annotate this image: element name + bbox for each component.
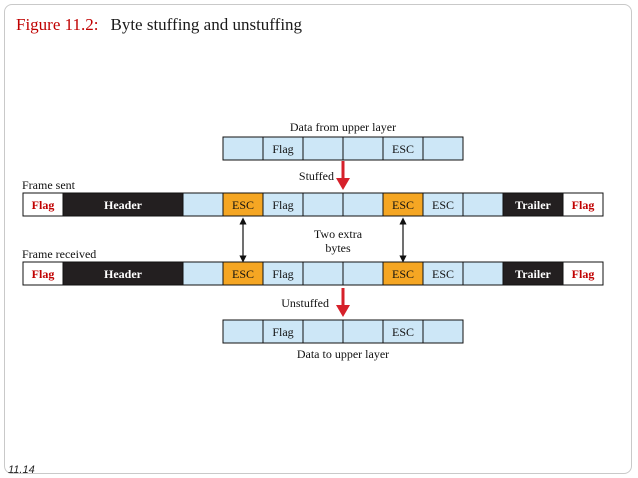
- frame-received-end-flag: Flag: [562, 261, 604, 286]
- figure-caption: Byte stuffing and unstuffing: [110, 15, 302, 34]
- frame-received-payload-cell-text: Flag: [272, 267, 293, 281]
- bottom-data-cell: [342, 319, 384, 344]
- two-extra-line2: bytes: [325, 241, 351, 255]
- frame-sent-start-flag: Flag: [22, 192, 64, 217]
- frame-sent-payload-cell-text: ESC: [432, 198, 454, 212]
- frame-received-end-flag-text: Flag: [572, 267, 595, 281]
- frame-received-inserted-esc-text: ESC: [392, 267, 414, 281]
- unstuffed-arrow-icon: [336, 288, 350, 317]
- frame-sent-payload-cell: [462, 192, 504, 217]
- frame-received-payload-cell: [462, 261, 504, 286]
- frame-sent-payload-cell-text: Flag: [272, 198, 293, 212]
- frame-received-inserted-esc: ESC: [222, 261, 264, 286]
- frame-received-pad-cell: [182, 261, 224, 286]
- frame-received-payload-cell: [342, 261, 384, 286]
- frame-sent-header-text: Header: [104, 198, 143, 212]
- slide-border: [4, 4, 632, 474]
- figure-label: Figure 11.2:: [16, 15, 98, 34]
- frame-received-inserted-esc: ESC: [382, 261, 424, 286]
- bottom-data-row: Flag ESC: [222, 319, 464, 344]
- data-from-upper-label: Data from upper layer: [290, 120, 396, 134]
- frame-received-payload-cell: [302, 261, 344, 286]
- frame-sent-inserted-esc: ESC: [222, 192, 264, 217]
- frame-sent-pad-cell: [182, 192, 224, 217]
- top-data-cell-text: ESC: [392, 142, 414, 156]
- figure-title: Figure 11.2: Byte stuffing and unstuffin…: [16, 15, 303, 34]
- frame-sent-header: Header: [62, 192, 184, 217]
- frame-sent-trailer-text: Trailer: [515, 198, 551, 212]
- frame-sent-trailer: Trailer: [502, 192, 564, 217]
- bottom-data-cell: [222, 319, 264, 344]
- frame-received-label: Frame received: [22, 247, 96, 261]
- bottom-data-cell: [422, 319, 464, 344]
- top-data-cell: [342, 136, 384, 161]
- bottom-data-cell: [302, 319, 344, 344]
- frame-sent-payload-cell: Flag: [262, 192, 304, 217]
- top-data-cell: Flag: [262, 136, 304, 161]
- top-data-cell: [422, 136, 464, 161]
- frame-received-start-flag-text: Flag: [32, 267, 55, 281]
- bottom-data-cell-text: ESC: [392, 325, 414, 339]
- top-data-cell: ESC: [382, 136, 424, 161]
- frame-sent-start-flag-text: Flag: [32, 198, 55, 212]
- stuffed-label: Stuffed: [299, 169, 334, 183]
- frame-received-inserted-esc-text: ESC: [232, 267, 254, 281]
- unstuffed-label: Unstuffed: [281, 296, 329, 310]
- two-extra-line1: Two extra: [314, 227, 363, 241]
- bottom-data-cell: Flag: [262, 319, 304, 344]
- frame-sent-payload-cell: [302, 192, 344, 217]
- slide-number: 11.14: [8, 464, 35, 476]
- frame-sent-payload-cell: [342, 192, 384, 217]
- stuffed-arrow-icon: [336, 161, 350, 190]
- frame-received-trailer-text: Trailer: [515, 267, 551, 281]
- frame-sent-inserted-esc-text: ESC: [232, 198, 254, 212]
- frame-received-start-flag: Flag: [22, 261, 64, 286]
- frame-sent-end-flag-text: Flag: [572, 198, 595, 212]
- bottom-data-cell: ESC: [382, 319, 424, 344]
- frame-received-payload-cell: ESC: [422, 261, 464, 286]
- frame-sent-label: Frame sent: [22, 178, 76, 192]
- frame-received-trailer: Trailer: [502, 261, 564, 286]
- top-data-cell-text: Flag: [272, 142, 293, 156]
- frame-received-header: Header: [62, 261, 184, 286]
- data-to-upper-label: Data to upper layer: [297, 347, 389, 361]
- top-data-cell: [302, 136, 344, 161]
- top-data-cell: [222, 136, 264, 161]
- frame-sent-inserted-esc: ESC: [382, 192, 424, 217]
- frame-received-payload-cell-text: ESC: [432, 267, 454, 281]
- bottom-data-cell-text: Flag: [272, 325, 293, 339]
- frame-sent-row: Flag Header ESC Flag ESC ESC Trailer Flag: [22, 192, 604, 217]
- top-data-row: Flag ESC: [222, 136, 464, 161]
- frame-sent-payload-cell: ESC: [422, 192, 464, 217]
- frame-received-row: Flag Header ESC Flag ESC ESC Trailer Flag: [22, 261, 604, 286]
- frame-received-header-text: Header: [104, 267, 143, 281]
- frame-sent-end-flag: Flag: [562, 192, 604, 217]
- frame-sent-inserted-esc-text: ESC: [392, 198, 414, 212]
- frame-received-payload-cell: Flag: [262, 261, 304, 286]
